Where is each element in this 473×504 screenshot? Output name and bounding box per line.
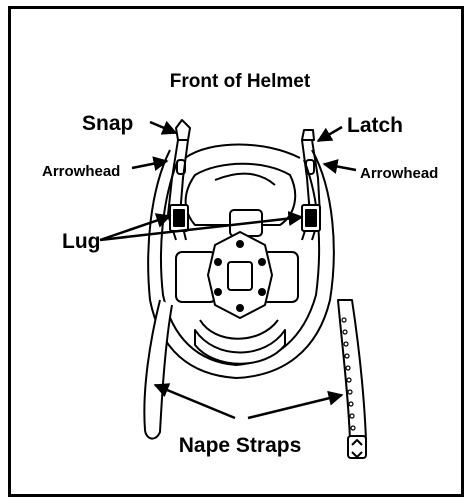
- diagram-title: Front of Helmet: [170, 71, 311, 92]
- label-snap: Snap: [82, 112, 133, 135]
- label-arrowhead-right: Arrowhead: [360, 165, 438, 182]
- latch-arrow: [318, 127, 342, 141]
- label-latch: Latch: [347, 114, 403, 137]
- snap-arrow: [150, 122, 176, 133]
- nape-strap-right-arrow: [248, 395, 342, 418]
- helmet-suspension-illustration: [144, 120, 366, 458]
- nape-strap-left-arrow: [155, 385, 235, 418]
- label-nape-straps: Nape Straps: [179, 434, 302, 457]
- arrowhead-right-arrow: [324, 164, 356, 170]
- label-lug: Lug: [62, 230, 100, 253]
- label-arrowhead-left: Arrowhead: [42, 163, 120, 180]
